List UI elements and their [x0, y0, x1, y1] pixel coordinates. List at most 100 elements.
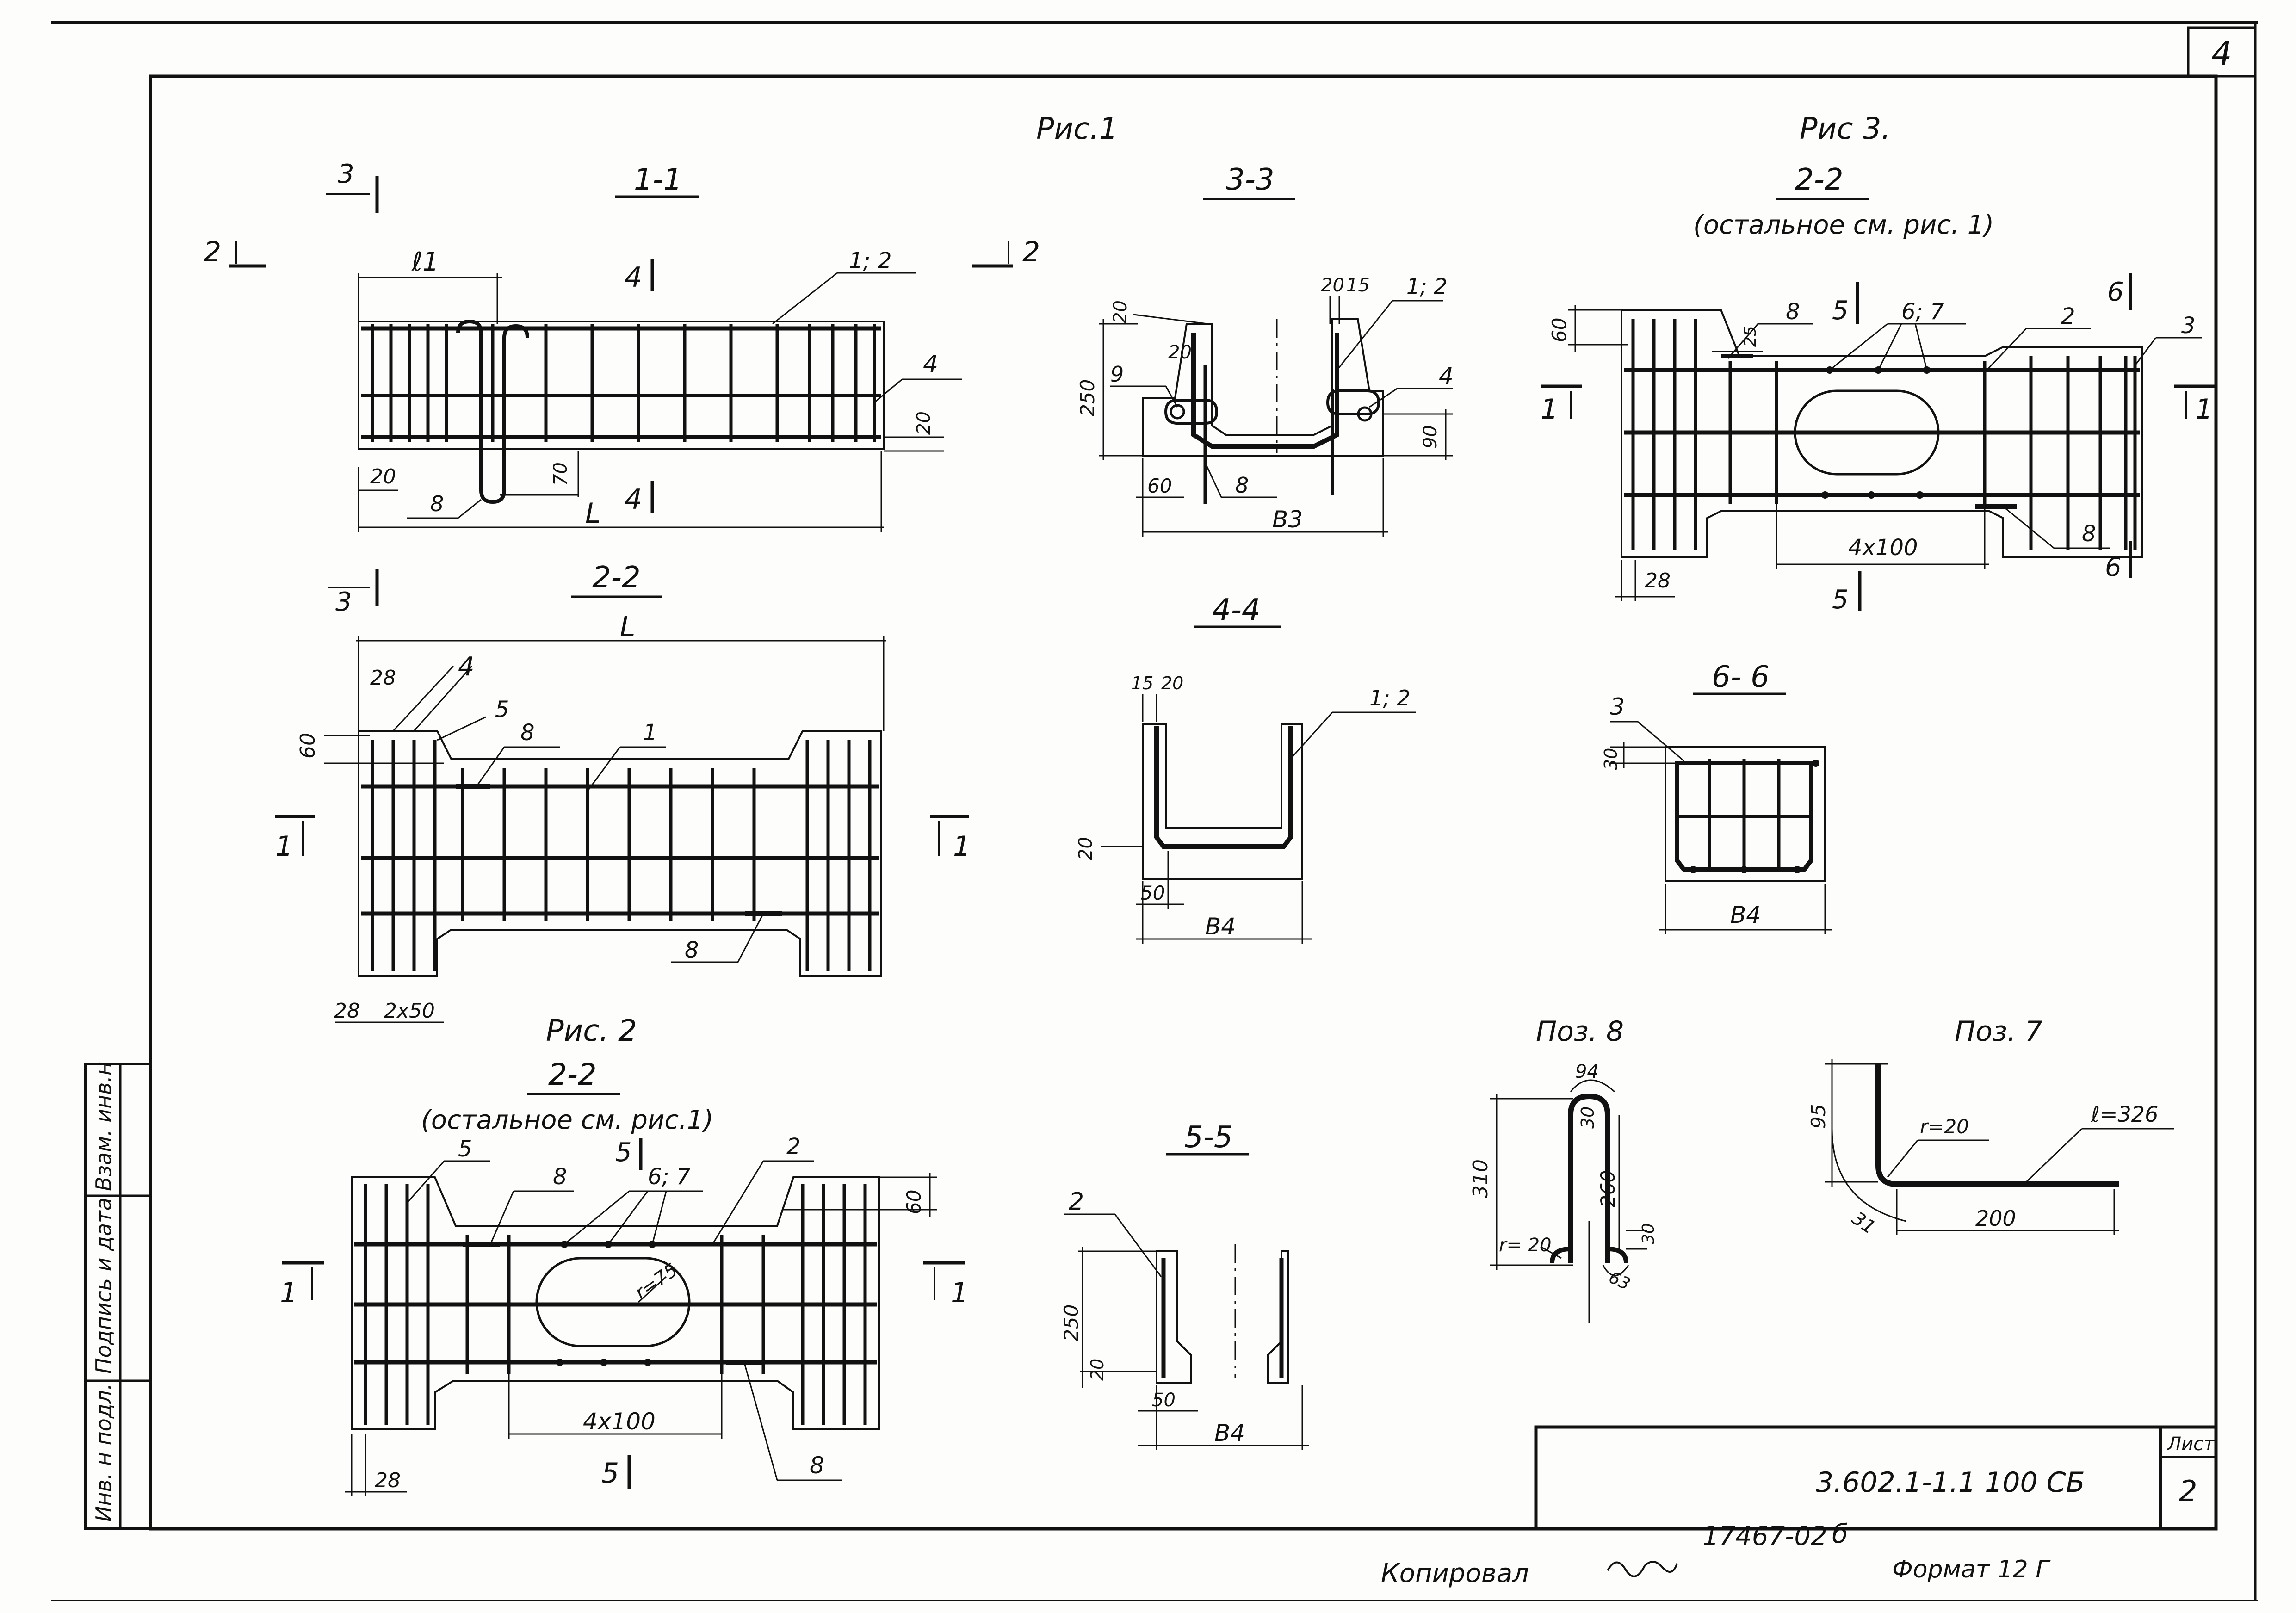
dim-28-top: 28	[370, 666, 396, 690]
fig2-dim-28: 28	[375, 1469, 401, 1492]
dim-60: 60	[296, 733, 320, 759]
sheet-number: 2	[2179, 1474, 2197, 1508]
fig3-section-2-2: 2-2 (остальное см. рис. 1) 60 25 4x1	[1541, 163, 2216, 615]
fig1-title: Рис.1	[1036, 112, 1118, 146]
cut-4-top: 4	[625, 261, 642, 294]
poz-8-dim-r20: r= 20	[1499, 1235, 1552, 1256]
fig3-dim-60: 60	[1548, 318, 1571, 342]
fig2-cut-1-right: 1	[951, 1277, 968, 1309]
fig3-leader-2: 2	[2061, 303, 2075, 329]
title-block: 3.602.1-1.1 100 СБ Лист 2	[1534, 1425, 2218, 1531]
fig3-cut-6-top: 6	[2107, 277, 2124, 307]
dim-50-5-5: 50	[1152, 1390, 1176, 1411]
leader-4-2-2: 4	[458, 652, 475, 682]
corner-number: 4	[2211, 35, 2232, 73]
dim-20c: 20	[1321, 275, 1344, 296]
section-4-4: 4-4 15 20 20 50 B4 1; 2	[1075, 593, 1416, 944]
fig3-cut-1-right: 1	[2195, 393, 2213, 426]
dim-28-bottom: 28	[334, 999, 360, 1023]
stamp-sign-label: Подпись и дата	[91, 1198, 116, 1374]
leader-5: 5	[495, 697, 509, 723]
footer-order: 17467-02	[1702, 1521, 1827, 1551]
poz-8-dim-30a: 30	[1578, 1106, 1598, 1129]
cut-2-left: 2	[204, 236, 221, 268]
dim-250-5-5: 250	[1060, 1304, 1083, 1341]
section-3-3-title: 3-3	[1226, 163, 1275, 197]
stamp-inv-label: Инв. н подл.	[91, 1383, 116, 1522]
fig3-cut-6-bottom: 6	[2105, 552, 2122, 582]
fig3-leader-8-bottom: 8	[2082, 521, 2096, 547]
section-5-5: 5-5 2 250 20 50 B4	[1060, 1120, 1309, 1450]
section-1-1: 1-1 ℓ1 L 20 70 20	[204, 159, 1040, 617]
drawing-code: 3.602.1-1.1 100 СБ	[1816, 1466, 2085, 1499]
fig2-note: (остальное см. рис.1)	[421, 1105, 713, 1135]
dim-20-side-4-4: 20	[1075, 837, 1096, 860]
stamp-replace-label: Взам. инв.н	[91, 1062, 116, 1191]
section-6-6-dim-30: 30	[1601, 748, 1621, 770]
leader-8-3-3: 8	[1235, 473, 1249, 498]
side-stamp: Инв. н подл. Подпись и дата Взам. инв.н	[84, 1062, 152, 1530]
cut-1-left: 1	[275, 830, 293, 863]
leader-1: 1	[643, 720, 657, 746]
fig3-leader-8-top: 8	[1786, 299, 1800, 325]
dim-90: 90	[1420, 425, 1441, 449]
dim-20-4-4: 20	[1161, 673, 1183, 693]
leader-1-2-4-4: 1; 2	[1369, 686, 1411, 711]
cut-4-bottom: 4	[625, 483, 642, 516]
poz-8-detail: Поз. 8 94 30 310 260 r= 20 30 63	[1469, 1015, 1658, 1323]
fig3-cut-1-left: 1	[1541, 393, 1558, 426]
fig2-section-title: 2-2	[548, 1058, 597, 1092]
dim-20-bottom: 20	[370, 465, 396, 488]
dim-250: 250	[1076, 379, 1099, 416]
dim-B3: B3	[1272, 506, 1303, 533]
dim-l1: ℓ1	[411, 247, 439, 277]
dim-20b: 20	[1168, 342, 1192, 363]
poz-8-dim-310: 310	[1469, 1159, 1492, 1198]
section-3-3: 3-3 250 20 20 20 15 60 90 B3 1; 2	[1076, 163, 1454, 537]
dim-L-2-2: L	[620, 611, 635, 643]
fig3-note: (остальное см. рис. 1)	[1693, 210, 1994, 240]
dim-15: 15	[1346, 275, 1370, 296]
footer-copied: Копировал	[1381, 1558, 1529, 1588]
section-6-6-dim-B4: B4	[1730, 902, 1761, 928]
section-6-6: 6- 6 3 30 B4	[1601, 660, 1832, 934]
fig2-leader-8-bottom: 8	[810, 1452, 824, 1479]
leader-2-5-5: 2	[1069, 1188, 1084, 1216]
fig2-leader-5: 5	[458, 1136, 472, 1162]
poz-7-dim-r20: r=20	[1920, 1115, 1969, 1138]
dim-70: 70	[550, 462, 571, 486]
poz-8-dim-94: 94	[1575, 1061, 1599, 1082]
section-2-2-fig1: 2-2 L 28 60 28 2x50	[275, 561, 971, 1023]
inner-frame	[149, 74, 2218, 1531]
leader-1-2: 1; 2	[849, 248, 892, 274]
dim-20-right: 20	[913, 411, 934, 435]
fig3-dim-25: 25	[1741, 326, 1760, 347]
section-6-6-title: 6- 6	[1712, 660, 1770, 694]
fig3-dim-4x100: 4x100	[1848, 535, 1918, 561]
fig3-cut-5-top: 5	[1832, 296, 1849, 326]
dim-20a: 20	[1110, 300, 1131, 324]
leader-8-top: 8	[520, 720, 535, 746]
cut-2-right: 2	[1022, 236, 1040, 268]
dim-L: L	[585, 497, 600, 530]
leader-8-bottom: 8	[685, 937, 699, 963]
fig3-leader-3: 3	[2181, 313, 2196, 339]
fig2-dim-4x100: 4x100	[583, 1408, 656, 1435]
fig3-cut-5-bottom: 5	[1832, 585, 1849, 615]
section-1-1-title: 1-1	[634, 163, 682, 197]
cut-3-bottom: 3	[335, 587, 352, 617]
fig3-leader-6-7: 6; 7	[1901, 299, 1944, 325]
dim-2x50: 2x50	[384, 999, 435, 1023]
fig2-leader-2: 2	[786, 1134, 801, 1160]
cut-1-right: 1	[953, 830, 971, 863]
cut-3-top: 3	[338, 159, 354, 189]
fig3-section-title: 2-2	[1795, 163, 1844, 197]
section-4-4-title: 4-4	[1212, 593, 1261, 627]
footer-order-letter: б	[1832, 1519, 1848, 1549]
dim-B4-4-4: B4	[1205, 913, 1236, 940]
leader-8: 8	[430, 491, 444, 516]
section-5-5-title: 5-5	[1184, 1120, 1233, 1155]
poz-7-dim-95: 95	[1807, 1104, 1830, 1129]
poz-8-dim-260: 260	[1597, 1170, 1619, 1207]
